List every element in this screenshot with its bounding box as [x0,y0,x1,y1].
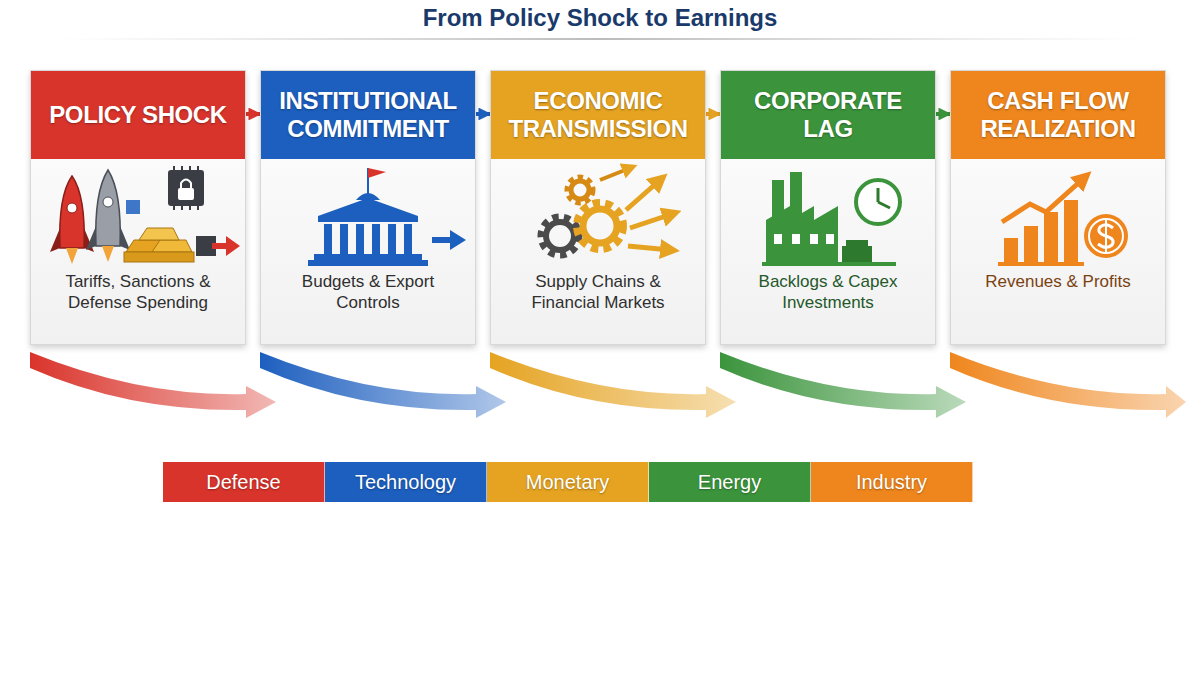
stage-panel: INSTITUTIONAL COMMITMENT Budgets & Export… [260,70,476,345]
icon-area [261,159,475,271]
swoosh-arrow [30,352,276,418]
icon-area [951,159,1165,271]
stage-header-band: INSTITUTIONAL COMMITMENT [261,71,475,159]
swoosh-arrow [950,352,1186,418]
stage-panel: POLICY SHOCK Tariffs, Sanctions & Defense… [30,70,246,345]
swoosh-arrow [260,352,506,418]
institution-icon [308,168,466,266]
stage-header-band: ECONOMIC TRANSMISSION [491,71,705,159]
stage-title: CORPORATE LAG [729,87,927,142]
legend-label: Industry [856,471,927,494]
factory-icon [762,172,900,266]
flow-arrow [246,112,260,116]
legend-swatch: Monetary [487,462,649,502]
stage-header-band: POLICY SHOCK [31,71,245,159]
legend-swatch: Technology [325,462,487,502]
flow-arrow [936,112,950,116]
stage-panel: CASH FLOW REALIZATION Revenues & Profits [950,70,1166,345]
legend-label: Defense [206,471,281,494]
icon-area [721,159,935,271]
flow-arrow [476,112,490,116]
stage-description: Tariffs, Sanctions & Defense Spending [31,271,245,326]
title-rule [60,38,1140,40]
stage-header-band: CASH FLOW REALIZATION [951,71,1165,159]
stage-description: Budgets & Export Controls [261,271,475,326]
legend-swatch: Industry [811,462,973,502]
diagram-title: From Policy Shock to Earnings [0,4,1200,32]
defense-icon [50,166,240,264]
stage-title: CASH FLOW REALIZATION [959,87,1157,142]
stage-panel: CORPORATE LAG Backlogs & Capex Investment… [720,70,936,345]
stage-description: Supply Chains & Financial Markets [491,271,705,326]
swoosh-arrow [720,352,966,418]
legend-swatch: Defense [163,462,325,502]
cashflow-icon [998,178,1128,266]
flow-swooshes [30,352,1186,418]
legend-label: Monetary [526,471,609,494]
flow-arrow [706,112,720,116]
stage-title: POLICY SHOCK [39,101,237,129]
icon-area [491,159,705,271]
legend-label: Energy [698,471,761,494]
legend: Defense Technology Monetary Energy Industry [163,462,973,502]
transmission-icon [542,168,672,254]
legend-label: Technology [355,471,456,494]
stage-description: Backlogs & Capex Investments [721,271,935,326]
stage-description: Revenues & Profits [951,271,1165,304]
legend-swatch: Energy [649,462,811,502]
icon-area [31,159,245,271]
stage-panel: ECONOMIC TRANSMISSION Supply Chains & Fin… [490,70,706,345]
swoosh-arrow [490,352,736,418]
stage-title: ECONOMIC TRANSMISSION [499,87,697,142]
stage-title: INSTITUTIONAL COMMITMENT [269,87,467,142]
stage-header-band: CORPORATE LAG [721,71,935,159]
